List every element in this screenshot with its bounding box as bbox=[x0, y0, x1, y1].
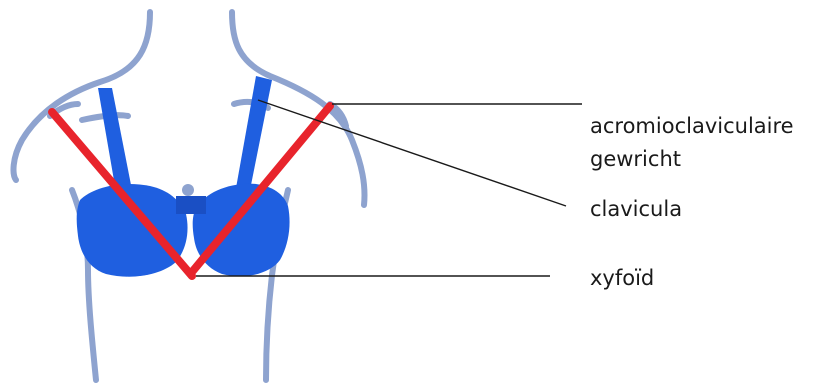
clavicula-label: clavicula bbox=[590, 196, 682, 222]
xyfoid-label: xyfoïd bbox=[590, 265, 654, 291]
sternum-center bbox=[176, 196, 206, 214]
acromioclavicular-label-line1: acromioclaviculaire bbox=[590, 113, 794, 139]
left-breast bbox=[77, 184, 188, 277]
right-breast bbox=[193, 184, 290, 277]
neck-left-outline bbox=[14, 12, 150, 180]
sternum-notch bbox=[182, 184, 194, 196]
clavicula-leader bbox=[258, 100, 566, 206]
right-strap bbox=[236, 76, 272, 190]
acromioclavicular-label-line2: gewricht bbox=[590, 146, 681, 172]
